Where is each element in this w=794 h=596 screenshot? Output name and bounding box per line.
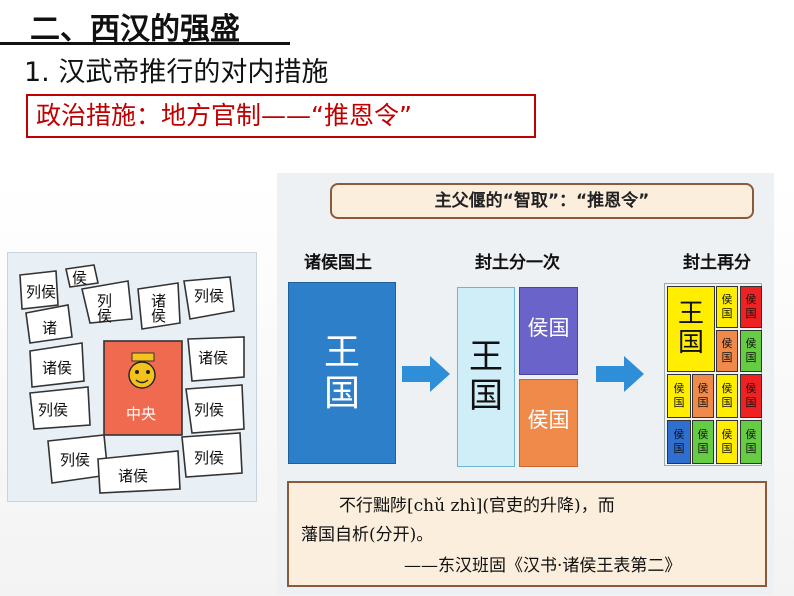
column-heading-2: 封土分一次 <box>475 253 560 273</box>
reduced-kingdom-block: 王 国 <box>457 287 515 467</box>
map-block <box>183 276 235 320</box>
map-label: 侯 <box>72 269 88 287</box>
grid-marquis-cell: 侯国 <box>740 330 762 372</box>
map-label: 列侯 <box>194 401 225 419</box>
mouth-icon <box>135 379 149 384</box>
measure-box: 政治措施：地方官制——“推恩令” <box>26 94 536 138</box>
territory-map: 列侯 侯 诸 列侯 诸侯 列侯 诸侯 列侯 诸侯 列侯 诸侯 中央 列侯 诸侯 … <box>7 252 257 502</box>
map-label: 列侯 <box>26 283 57 301</box>
map-block <box>185 384 245 434</box>
marquisate-block-orange: 侯国 <box>519 379 578 467</box>
section-subtitle: 1. 汉武帝推行的对内措施 <box>24 57 329 88</box>
grid-marquis-cell: 侯国 <box>740 286 762 328</box>
eye-icon <box>135 370 139 374</box>
page-title: 二、西汉的强盛 <box>30 12 240 47</box>
map-label: 列侯 <box>95 293 113 323</box>
map-label: 诸侯 <box>118 467 149 485</box>
grid-char: 国 <box>677 328 704 358</box>
map-drawing <box>19 264 245 494</box>
grid-marquis-cell: 侯国 <box>716 374 738 418</box>
map-label: 诸 <box>42 319 58 337</box>
arrow-right-icon <box>596 356 644 392</box>
map-block <box>29 386 91 430</box>
map-block <box>19 270 59 310</box>
map-label: 诸侯 <box>42 359 73 377</box>
map-label: 列侯 <box>38 401 69 419</box>
grid-marquis-cell: 侯国 <box>692 374 714 418</box>
map-center-label: 中央 <box>126 405 157 423</box>
column-heading-1: 诸侯国土 <box>304 253 372 273</box>
map-label: 列侯 <box>60 451 91 469</box>
quote-line-2: 藩国自析(分开)。 <box>301 525 434 545</box>
arrow-right-icon <box>402 356 450 392</box>
kingdom-block: 王 国 <box>288 282 396 464</box>
map-block <box>29 342 85 388</box>
grid-char: 王 <box>677 299 704 330</box>
map-label: 诸侯 <box>149 293 167 323</box>
grid-marquis-cell: 侯国 <box>667 420 691 464</box>
map-label: 列侯 <box>194 287 225 305</box>
map-block <box>187 336 245 382</box>
map-label: 诸侯 <box>198 349 229 367</box>
grid-marquis-cell: 侯国 <box>716 420 738 464</box>
column-heading-3: 封土再分 <box>683 253 751 273</box>
grid-kingdom-cell: 王 国 <box>667 286 715 372</box>
quote-source: ——东汉班固《汉书·诸侯王表第二》 <box>404 556 682 576</box>
grid-marquis-cell: 侯国 <box>716 330 738 372</box>
kingdom-char: 国 <box>323 373 360 414</box>
grid-marquis-cell: 侯国 <box>692 420 714 464</box>
quote-line-1: 不行黜陟[chǔ zhì](官吏的升降)，而 <box>339 496 615 516</box>
emperor-face-icon <box>128 361 156 389</box>
grid-marquis-cell: 侯国 <box>716 286 738 328</box>
map-block <box>81 280 133 324</box>
diagram-banner: 主父偃的“智取”：“推恩令” <box>330 183 754 219</box>
crown-icon <box>131 352 155 362</box>
map-block <box>97 450 181 494</box>
grid-marquis-cell: 侯国 <box>667 374 691 418</box>
kingdom-char: 王 <box>469 336 503 377</box>
map-label: 列侯 <box>194 449 225 467</box>
marquisate-block-purple: 侯国 <box>519 287 578 375</box>
historical-quote: 不行黜陟[chǔ zhì](官吏的升降)，而 藩国自析(分开)。 ——东汉班固《… <box>287 481 767 587</box>
grid-marquis-cell: 侯国 <box>740 420 762 464</box>
map-block <box>181 432 243 478</box>
map-block <box>137 282 181 330</box>
map-block <box>25 304 73 344</box>
eye-icon <box>146 370 150 374</box>
title-underline <box>0 42 290 45</box>
kingdom-char: 国 <box>469 376 503 416</box>
kingdom-char: 王 <box>323 331 360 373</box>
grid-marquis-cell: 侯国 <box>740 374 762 418</box>
map-block <box>65 264 99 288</box>
